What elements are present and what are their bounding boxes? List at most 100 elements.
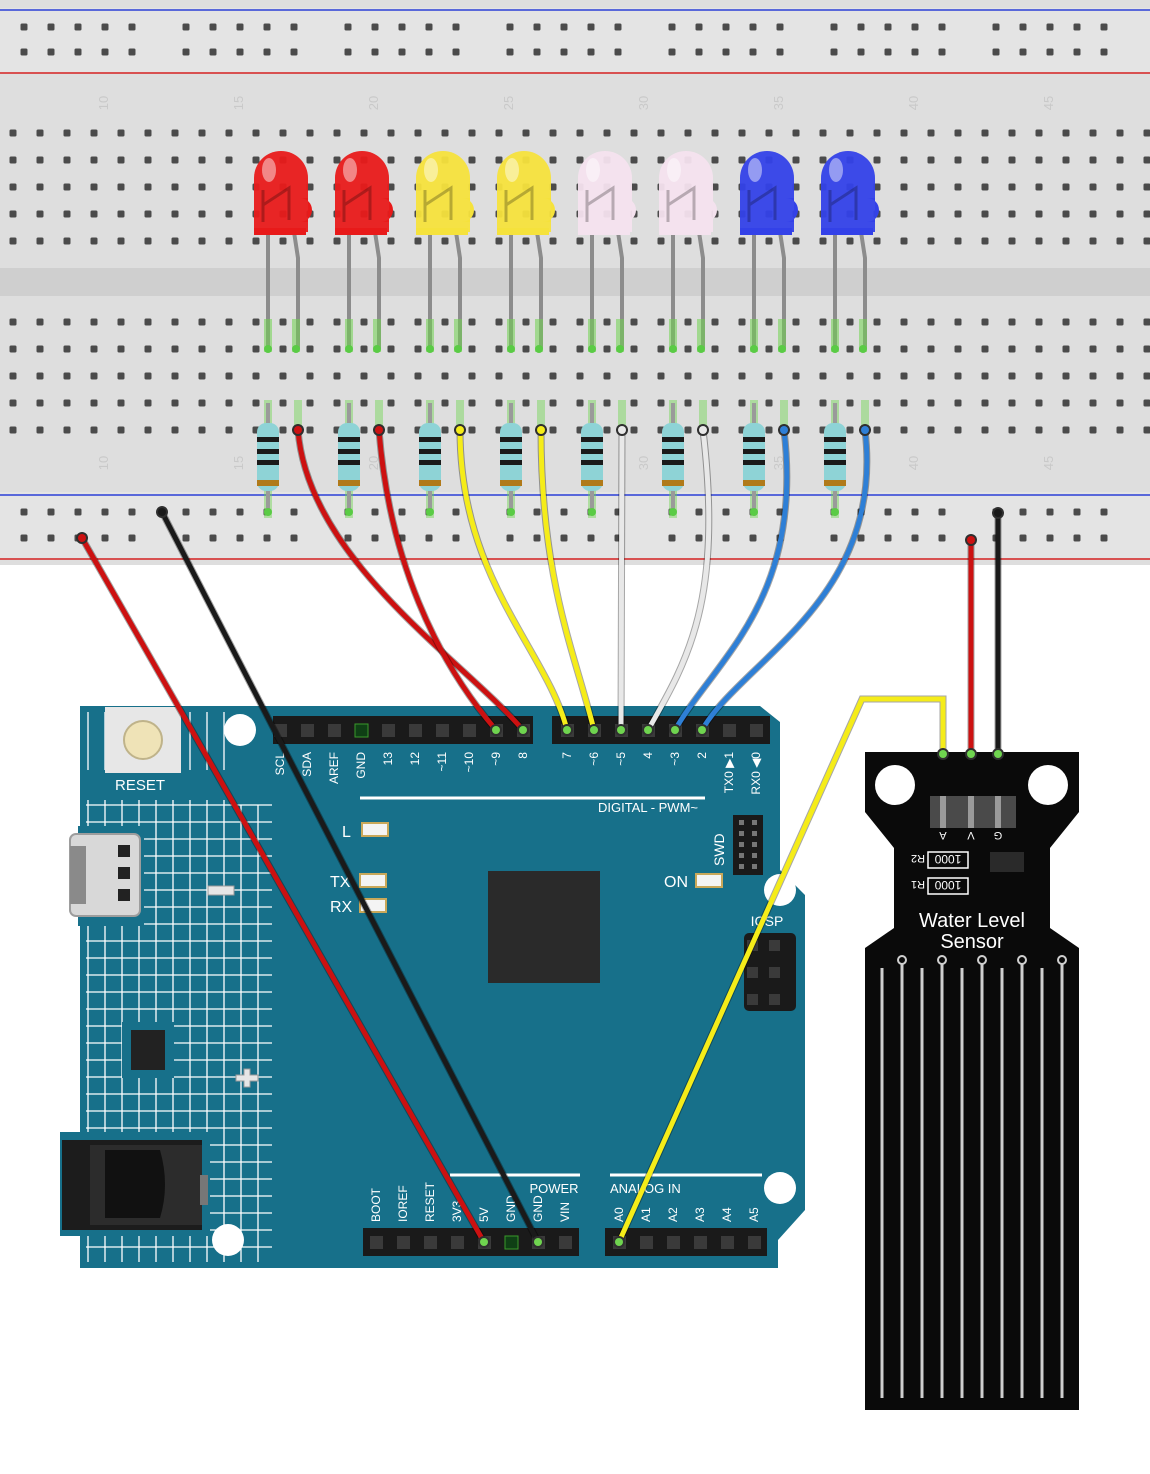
- resistor-band: [662, 480, 684, 486]
- led-base: [740, 228, 792, 235]
- hole: [469, 238, 476, 245]
- hole: [820, 130, 827, 137]
- hole: [631, 346, 638, 353]
- hole: [307, 130, 314, 137]
- hole: [631, 373, 638, 380]
- hole: [388, 427, 395, 434]
- hole: [307, 346, 314, 353]
- hole: [1117, 130, 1124, 137]
- hole: [129, 509, 136, 516]
- hole: [766, 400, 773, 407]
- hole: [496, 238, 503, 245]
- hole: [37, 319, 44, 326]
- hole: [561, 49, 568, 56]
- hole: [766, 427, 773, 434]
- hole: [955, 157, 962, 164]
- hole: [858, 535, 865, 542]
- leg-end: [345, 345, 353, 353]
- hole: [48, 24, 55, 31]
- hole: [939, 509, 946, 516]
- hole: [334, 319, 341, 326]
- hole: [37, 130, 44, 137]
- hole: [874, 400, 881, 407]
- wire-end-core: [939, 750, 947, 758]
- hole: [469, 400, 476, 407]
- hole: [658, 130, 665, 137]
- wire: [621, 430, 622, 730]
- hole: [739, 400, 746, 407]
- header-pin: [328, 724, 341, 737]
- wire-end-core: [492, 726, 500, 734]
- hole: [577, 400, 584, 407]
- hole: [928, 346, 935, 353]
- hole: [1117, 238, 1124, 245]
- reset-button[interactable]: [124, 721, 162, 759]
- hole: [199, 211, 206, 218]
- led-highlight: [262, 158, 276, 182]
- resistor-band: [338, 437, 360, 442]
- hole: [345, 535, 352, 542]
- header-pin-label: SDA: [300, 752, 314, 777]
- header-pin-label: A3: [693, 1207, 707, 1222]
- hole: [631, 319, 638, 326]
- hole: [1090, 373, 1097, 380]
- hole: [858, 24, 865, 31]
- header-pin-label: A1: [639, 1207, 653, 1222]
- hole: [1047, 509, 1054, 516]
- hole: [993, 24, 1000, 31]
- hole: [777, 24, 784, 31]
- hole: [91, 373, 98, 380]
- hole: [118, 157, 125, 164]
- hole: [820, 157, 827, 164]
- hole: [820, 238, 827, 245]
- resistor-band: [419, 480, 441, 486]
- resistor-band: [419, 449, 441, 454]
- resistor-band: [257, 480, 279, 486]
- led-base: [659, 228, 711, 235]
- wire-end-core: [617, 726, 625, 734]
- hole: [750, 49, 757, 56]
- hole: [982, 130, 989, 137]
- hole: [955, 130, 962, 137]
- hole: [874, 157, 881, 164]
- hole: [226, 319, 233, 326]
- hole: [226, 346, 233, 353]
- hole: [1144, 184, 1150, 191]
- icsp-pin: [747, 994, 758, 1005]
- hole: [1090, 346, 1097, 353]
- digital-header-2: [552, 716, 770, 744]
- resistor-band: [581, 437, 603, 442]
- hole: [1036, 346, 1043, 353]
- hole: [561, 24, 568, 31]
- hole: [793, 346, 800, 353]
- hole: [847, 400, 854, 407]
- wire-end-core: [563, 726, 571, 734]
- hole: [1117, 346, 1124, 353]
- hole: [1036, 211, 1043, 218]
- hole: [523, 400, 530, 407]
- hole: [280, 319, 287, 326]
- hole: [928, 211, 935, 218]
- hole: [604, 373, 611, 380]
- hole: [523, 319, 530, 326]
- hole: [739, 157, 746, 164]
- sensor-pin: [940, 796, 946, 828]
- hole: [1074, 535, 1081, 542]
- resistor-end: [426, 508, 434, 516]
- hole: [739, 346, 746, 353]
- hole: [912, 24, 919, 31]
- header-pin-label: ~6: [587, 752, 601, 766]
- leg-end: [507, 345, 515, 353]
- hole: [550, 346, 557, 353]
- hole: [118, 211, 125, 218]
- hole: [793, 373, 800, 380]
- hole: [1074, 49, 1081, 56]
- hole: [199, 346, 206, 353]
- header-pin: [463, 724, 476, 737]
- leg-end: [264, 345, 272, 353]
- hole: [847, 373, 854, 380]
- hole: [253, 346, 260, 353]
- column-number: 25: [501, 96, 516, 110]
- trace-node: [938, 956, 946, 964]
